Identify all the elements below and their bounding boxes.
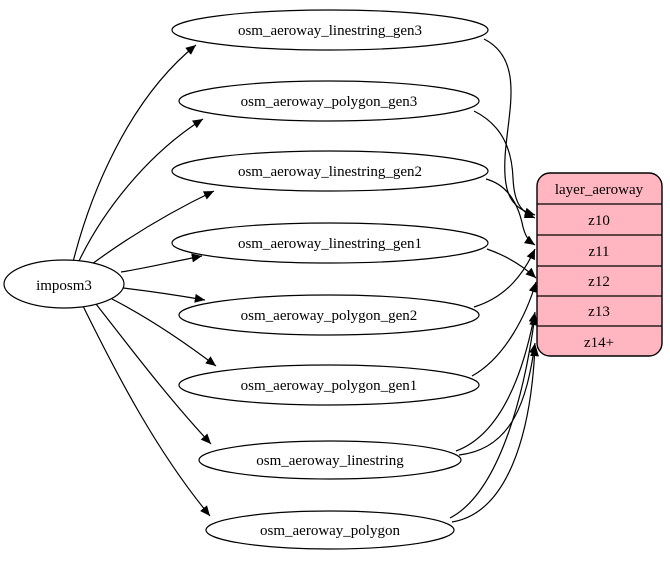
table-node-label: osm_aeroway_polygon_gen2 bbox=[241, 308, 418, 324]
table-node-label: osm_aeroway_polygon_gen3 bbox=[241, 94, 418, 110]
table-node-label: osm_aeroway_polygon_gen1 bbox=[241, 378, 418, 394]
edge-imposm3-polygon-gen1 bbox=[111, 298, 217, 367]
table-node-osm-aeroway-linestring-gen1: osm_aeroway_linestring_gen1 bbox=[171, 222, 489, 264]
edge-linestring-gen1-z12 bbox=[486, 248, 537, 279]
table-node-ellipse bbox=[178, 364, 480, 406]
table-node-osm-aeroway-linestring-gen3: osm_aeroway_linestring_gen3 bbox=[171, 9, 489, 51]
table-node-label: osm_aeroway_linestring_gen3 bbox=[238, 23, 422, 39]
edge-imposm3-polygon bbox=[82, 305, 211, 517]
edge-imposm3-polygon-gen3 bbox=[78, 118, 204, 262]
layer-row-z14: z14+ bbox=[584, 335, 614, 351]
edge-imposm3-linestring bbox=[95, 303, 212, 445]
edge-imposm3-linestring-gen3 bbox=[72, 44, 197, 263]
layer-node-box bbox=[536, 172, 663, 357]
table-node-osm-aeroway-polygon-gen2: osm_aeroway_polygon_gen2 bbox=[178, 294, 480, 336]
layer-row-z12: z12 bbox=[588, 274, 610, 290]
table-node-osm-aeroway-linestring: osm_aeroway_linestring bbox=[198, 440, 462, 480]
table-node-ellipse bbox=[198, 440, 462, 480]
edge-polygon-gen3-z10 bbox=[473, 110, 536, 219]
layer-row-z11: z11 bbox=[588, 244, 609, 260]
table-node-label: osm_aeroway_linestring_gen2 bbox=[238, 164, 422, 180]
edge-imposm3-linestring-gen2 bbox=[91, 190, 215, 265]
table-node-osm-aeroway-polygon-gen1: osm_aeroway_polygon_gen1 bbox=[178, 364, 480, 406]
source-node-imposm3: imposm3 bbox=[3, 259, 125, 309]
layer-node-title: layer_aeroway bbox=[555, 182, 644, 198]
source-node-label: imposm3 bbox=[36, 278, 92, 294]
table-node-ellipse bbox=[171, 222, 489, 264]
edge-polygon-z13 bbox=[449, 314, 539, 519]
table-node-osm-aeroway-polygon: osm_aeroway_polygon bbox=[205, 510, 455, 550]
table-node-ellipse bbox=[171, 9, 489, 51]
edge-linestring-gen2-z11 bbox=[485, 178, 536, 246]
edge-imposm3-polygon-gen2 bbox=[122, 287, 206, 303]
table-node-label: osm_aeroway_polygon bbox=[260, 523, 400, 539]
layer-node: layer_aeroway z10 z11 z12 z13 z14+ bbox=[536, 172, 663, 357]
table-node-osm-aeroway-polygon-gen3: osm_aeroway_polygon_gen3 bbox=[178, 80, 480, 122]
edge-polygon-gen2-z11 bbox=[473, 248, 536, 308]
layer-row-z10: z10 bbox=[588, 213, 610, 229]
source-node-ellipse bbox=[3, 259, 125, 309]
edge-linestring-gen3-z10 bbox=[483, 38, 536, 217]
edge-imposm3-linestring-gen1 bbox=[120, 253, 203, 273]
edge-linestring-z13 bbox=[455, 311, 538, 452]
layer-row-z13: z13 bbox=[588, 304, 610, 320]
table-node-ellipse bbox=[171, 150, 489, 192]
edge-polygon-z14 bbox=[451, 345, 540, 523]
edge-polygon-gen1-z12 bbox=[471, 281, 538, 377]
edges-tables-to-layer bbox=[449, 38, 540, 523]
table-node-osm-aeroway-linestring-gen2: osm_aeroway_linestring_gen2 bbox=[171, 150, 489, 192]
edges-source-to-tables bbox=[72, 44, 217, 517]
table-node-label: osm_aeroway_linestring bbox=[256, 453, 404, 469]
table-node-ellipse bbox=[178, 294, 480, 336]
edge-linestring-z14 bbox=[458, 342, 539, 456]
table-node-label: osm_aeroway_linestring_gen1 bbox=[238, 236, 422, 252]
table-node-ellipse bbox=[178, 80, 480, 122]
table-node-ellipse bbox=[205, 510, 455, 550]
